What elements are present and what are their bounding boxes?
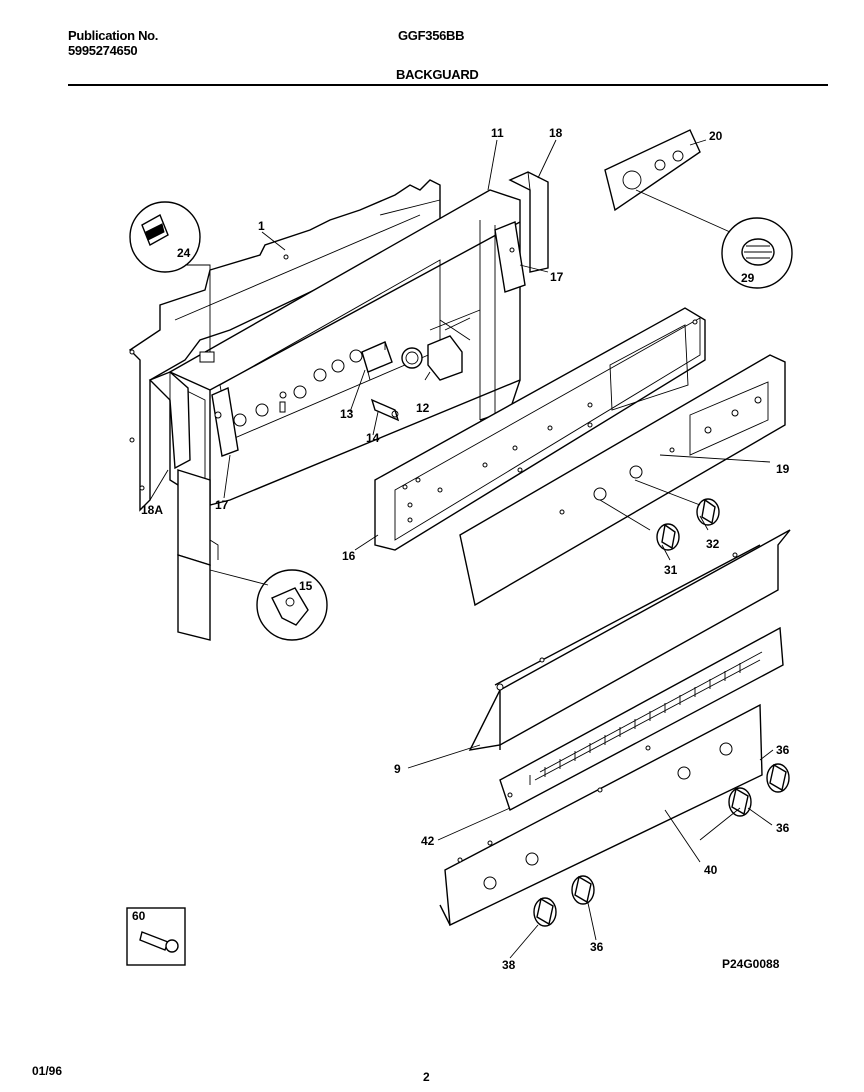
footer-date: 01/96 — [32, 1064, 63, 1078]
side-bracket-left — [211, 386, 239, 457]
callout-16: 16 — [342, 549, 356, 563]
callout-11: 11 — [491, 126, 504, 140]
igniter — [370, 398, 400, 422]
callout-17-lower: 17 — [215, 498, 229, 512]
publication-label: Publication No. — [68, 28, 159, 43]
callout-9: 9 — [394, 762, 401, 776]
callout-17-upper: 17 — [550, 270, 564, 284]
callout-14: 14 — [366, 431, 380, 445]
callout-31: 31 — [664, 563, 678, 577]
inset-clip-15 — [256, 569, 328, 641]
inset-screw-60 — [126, 907, 186, 966]
callout-36-right: 36 — [776, 821, 790, 835]
drawing-code: P24G0088 — [722, 957, 780, 971]
vent-panel — [499, 626, 784, 812]
header-rule — [68, 84, 828, 86]
knob-32 — [696, 498, 720, 526]
control-housing — [169, 189, 521, 506]
switch — [361, 341, 393, 381]
callout-labels: 1 11 18 20 24 29 17 13 12 14 19 18A 17 1… — [132, 126, 790, 972]
side-bracket-right — [494, 221, 526, 293]
callout-32: 32 — [706, 537, 720, 551]
knob-31 — [656, 523, 680, 551]
callout-29: 29 — [741, 271, 755, 285]
callout-36-lower: 36 — [590, 940, 604, 954]
callout-24: 24 — [177, 246, 191, 260]
knob-36-a — [766, 763, 790, 793]
lower-panel — [177, 469, 219, 641]
callout-20: 20 — [709, 129, 723, 143]
callout-40: 40 — [704, 863, 718, 877]
model-number: GGF356BB — [398, 28, 465, 43]
callout-12: 12 — [416, 401, 430, 415]
knob-38 — [533, 897, 557, 927]
callout-42: 42 — [421, 834, 435, 848]
callout-1: 1 — [258, 219, 265, 233]
publication-number: 5995274650 — [68, 43, 138, 58]
callout-60: 60 — [132, 909, 146, 923]
callout-15: 15 — [299, 579, 313, 593]
callout-18: 18 — [549, 126, 563, 140]
timer — [401, 317, 471, 381]
knob-36-b — [728, 787, 752, 817]
trim-right — [508, 171, 549, 273]
callout-19: 19 — [776, 462, 790, 476]
cover-panel — [468, 529, 791, 751]
inset-knob-29 — [721, 217, 793, 289]
callout-36-upper: 36 — [776, 743, 790, 757]
clock-module — [604, 129, 701, 212]
callout-18A: 18A — [141, 503, 163, 517]
trim-left — [148, 371, 191, 470]
section-title: BACKGUARD — [396, 67, 479, 82]
page-number: 2 — [423, 1070, 430, 1084]
inset-switch-24 — [129, 201, 201, 273]
leader-lines — [149, 139, 774, 959]
callout-13: 13 — [340, 407, 354, 421]
knob-36-c — [571, 875, 595, 905]
overlay-panel — [459, 354, 786, 607]
callout-38: 38 — [502, 958, 516, 972]
control-panel — [374, 307, 706, 551]
lower-control-panel — [439, 703, 763, 927]
